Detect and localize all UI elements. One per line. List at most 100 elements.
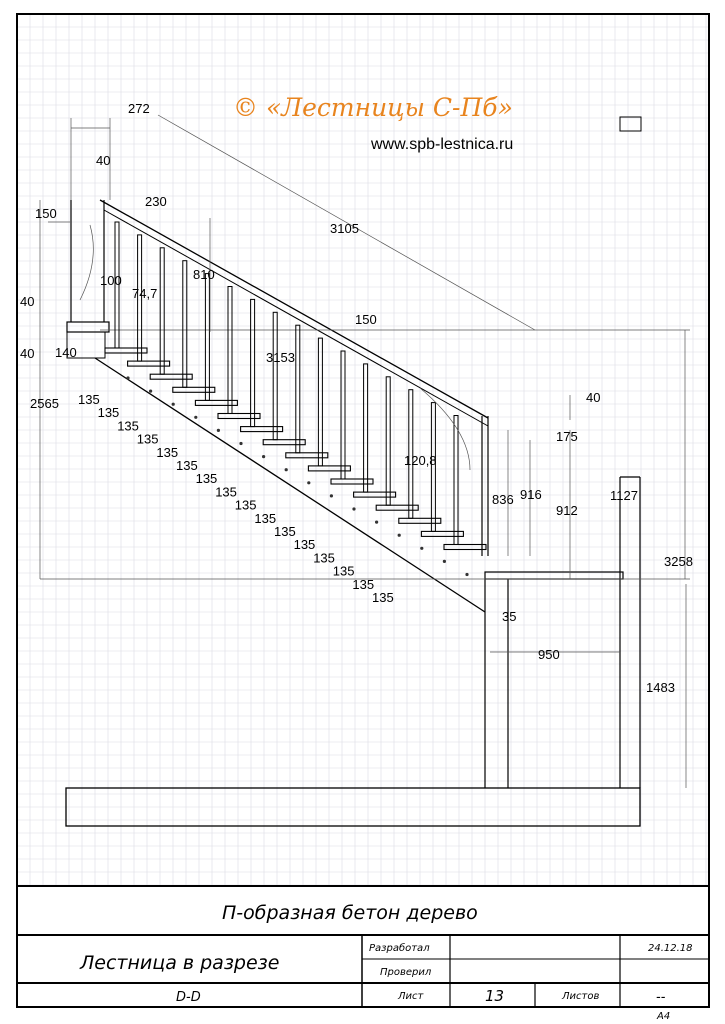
- step-dimension: 135: [372, 590, 394, 605]
- step-dimension: 135: [196, 471, 218, 486]
- dim-810: 810: [193, 267, 215, 282]
- step-tread: [104, 347, 148, 354]
- step-dimension: 135: [254, 511, 276, 526]
- dimension-dot: [307, 481, 311, 485]
- upper-landing-slab: [66, 331, 106, 359]
- sheets-value: --: [656, 990, 666, 1005]
- step-dimensions-group: 1351351351351351351351351351351351351351…: [78, 376, 469, 605]
- stair-section: 1351351351351351351351351351351351351351…: [40, 199, 690, 827]
- step-tread: [285, 452, 329, 459]
- dimension-dot: [329, 494, 333, 498]
- dim-140: 140: [55, 345, 77, 360]
- dim-150-mid: 150: [355, 312, 377, 327]
- step-dimension: 135: [333, 564, 355, 579]
- baluster: [227, 286, 233, 414]
- step-dimension: 135: [176, 458, 198, 473]
- baluster: [295, 324, 301, 454]
- step-tread: [262, 439, 306, 446]
- checked-label: Проверил: [380, 967, 432, 978]
- dim-916: 916: [520, 487, 542, 502]
- dimension-dot: [171, 402, 175, 406]
- step-tread: [330, 478, 374, 485]
- dim-2565: 2565: [30, 396, 59, 411]
- title-block: П-образная бетон дерево Лестница в разре…: [17, 885, 709, 1022]
- step-tread: [127, 360, 171, 367]
- dim-40-b: 40: [20, 346, 34, 361]
- baluster: [182, 260, 188, 388]
- dimension-dot: [216, 428, 220, 432]
- dim-40-top: 40: [96, 153, 110, 168]
- date: 24.12.18: [648, 943, 693, 954]
- section-label: D-D: [176, 990, 201, 1005]
- dim-3258: 3258: [664, 554, 693, 569]
- step-dimension: 135: [274, 524, 296, 539]
- step-dimension: 135: [117, 418, 139, 433]
- developed-label: Разработал: [369, 942, 430, 954]
- step-tread: [398, 517, 442, 524]
- base-beam: [65, 787, 641, 827]
- stringer-bottom: [94, 357, 486, 613]
- handrail-line: [99, 199, 489, 419]
- dimension-dot: [149, 389, 153, 393]
- balusters-group: [114, 221, 459, 545]
- drawing-title: Лестница в разрезе: [79, 952, 279, 974]
- step-dimension: 135: [294, 537, 316, 552]
- dimension-dot: [465, 572, 469, 577]
- step-tread: [307, 465, 351, 472]
- step-dimension: 135: [156, 445, 178, 460]
- dim-150-left: 150: [35, 206, 57, 221]
- step-tread: [375, 504, 419, 511]
- step-dimension: 135: [215, 484, 237, 499]
- step-dimension: 135: [313, 550, 335, 565]
- dim-100: 100: [100, 273, 122, 288]
- baluster: [453, 415, 459, 545]
- dimension-dot: [442, 559, 446, 564]
- sheet-label: Лист: [397, 991, 425, 1002]
- baluster: [159, 247, 165, 375]
- dim-3105: 3105: [330, 221, 359, 236]
- dimension-lines: [39, 114, 687, 788]
- step-tread: [353, 491, 397, 498]
- dim-912: 912: [556, 503, 578, 518]
- baluster: [408, 389, 414, 519]
- sheet-frame: [16, 13, 710, 1008]
- dimension-dot: [262, 455, 266, 459]
- dim-230: 230: [145, 194, 167, 209]
- small-box: [619, 116, 642, 132]
- baluster: [204, 273, 210, 401]
- step-dimension: 135: [78, 392, 100, 407]
- step-dimension: 135: [352, 577, 374, 592]
- step-tread: [443, 543, 487, 551]
- dimension-dot: [284, 468, 288, 472]
- dimension-dot: [239, 441, 243, 446]
- dim-40-a: 40: [20, 294, 34, 309]
- baluster: [385, 376, 391, 506]
- sheets-label: Листов: [561, 991, 599, 1002]
- step-tread: [149, 373, 193, 380]
- baluster: [114, 221, 120, 349]
- handrail-line-2: [103, 209, 489, 427]
- baluster: [340, 350, 346, 480]
- dim-836: 836: [492, 492, 514, 507]
- dim-40-right: 40: [586, 390, 600, 405]
- dim-1483: 1483: [646, 680, 675, 695]
- format-label: A4: [656, 1011, 670, 1022]
- baluster: [137, 234, 143, 362]
- dimension-dot: [126, 376, 130, 380]
- dimension-dot: [194, 415, 198, 419]
- dimension-dot: [352, 507, 356, 511]
- sheet-number: 13: [485, 987, 504, 1005]
- step-tread: [194, 399, 238, 406]
- dim-1127: 1127: [610, 488, 638, 503]
- company-logo: © «Лестницы С-Пб»: [233, 93, 513, 122]
- step-dimension: 135: [235, 498, 257, 513]
- dimension-dot: [420, 546, 424, 550]
- steps-group: [104, 347, 487, 551]
- step-tread: [420, 530, 464, 537]
- dim-272: 272: [128, 101, 150, 116]
- baluster: [430, 402, 436, 532]
- baluster: [272, 311, 278, 441]
- dimension-dot: [397, 533, 401, 537]
- dim-175: 175: [556, 429, 578, 444]
